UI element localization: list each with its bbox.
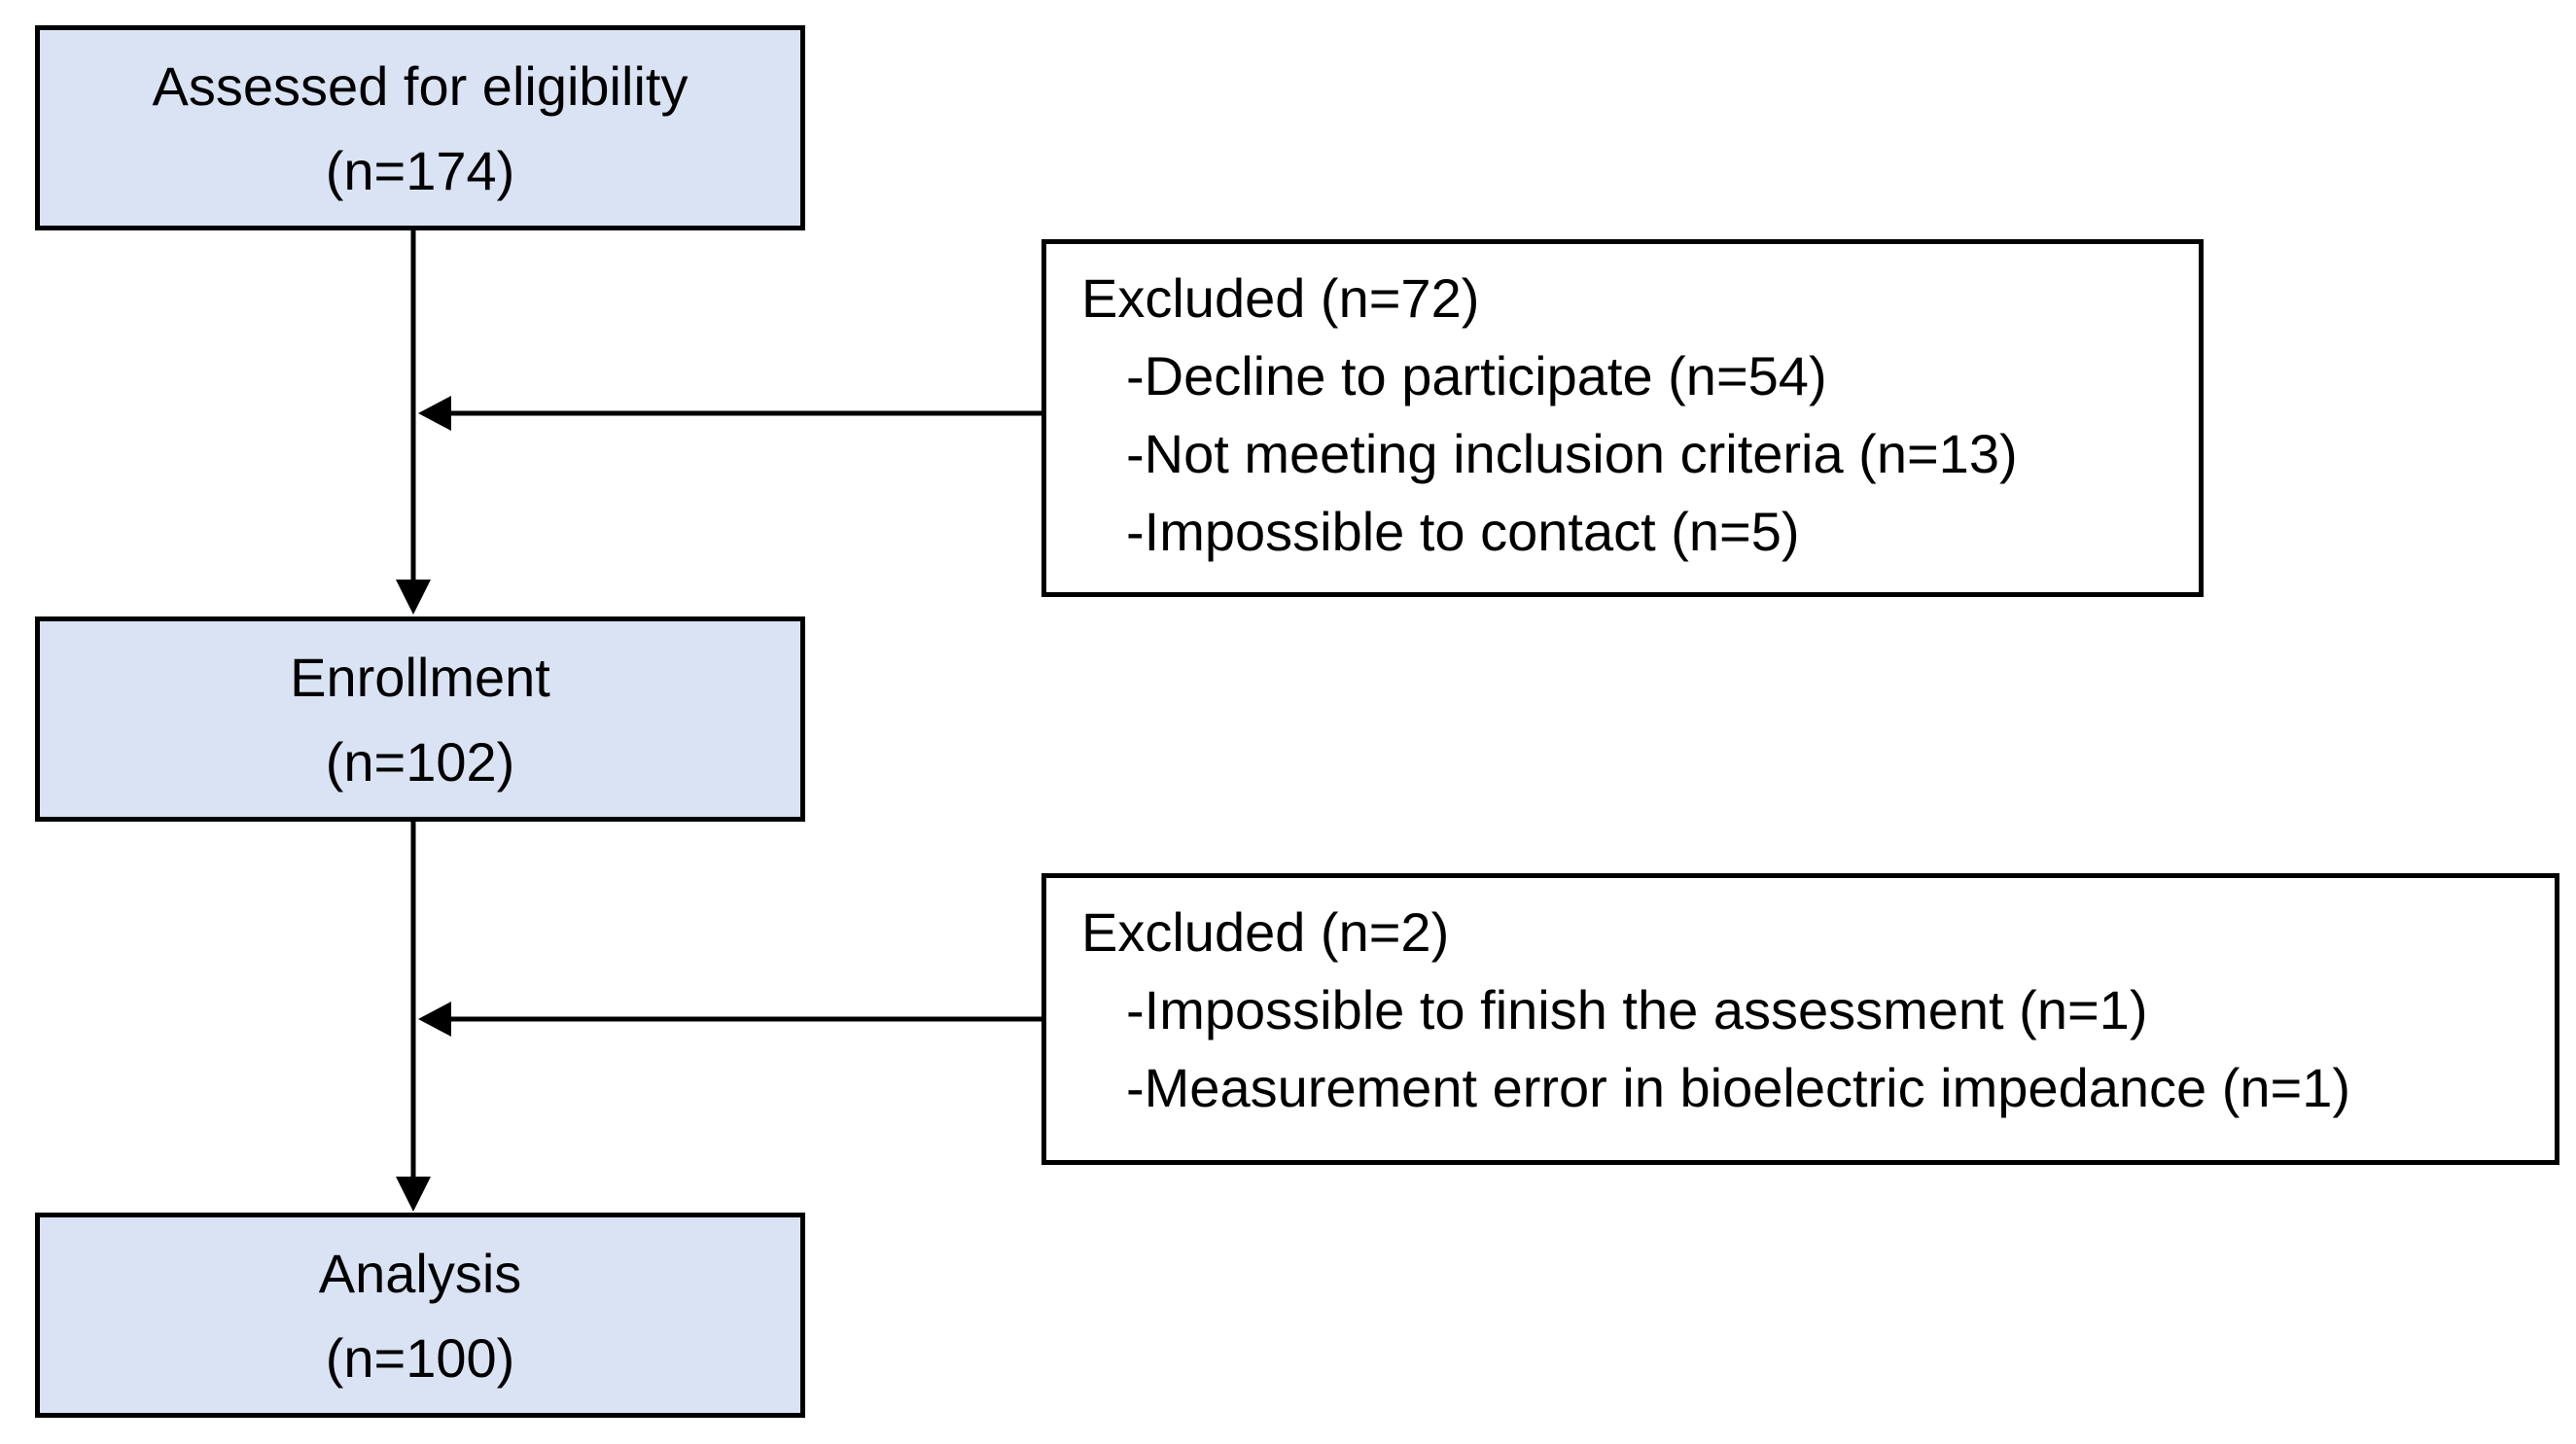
analysis-title: Analysis [318, 1242, 522, 1304]
analysis-box: Analysis (n=100) [35, 1213, 805, 1418]
arrowhead-left-exclusion-2 [418, 1002, 451, 1037]
exclusion-1-title: Excluded (n=72) [1081, 267, 1480, 329]
exclusion-1-item: -Not meeting inclusion criteria (n=13) [1126, 423, 2018, 484]
arrowhead-down-analysis [396, 1177, 431, 1212]
exclusion-2-item: -Measurement error in bioelectric impeda… [1126, 1057, 2350, 1118]
enrollment-box: Enrollment (n=102) [35, 616, 805, 822]
exclusion-box-1: Excluded (n=72) -Decline to participate … [1041, 239, 2204, 597]
exclusion-2-title: Excluded (n=2) [1081, 901, 1450, 963]
arrowhead-down-enrollment [396, 580, 431, 615]
arrowhead-left-exclusion-1 [418, 396, 451, 431]
eligibility-box: Assessed for eligibility (n=174) [35, 25, 805, 230]
exclusion-1-item: -Decline to participate (n=54) [1126, 345, 1827, 406]
exclusion-1-item: -Impossible to contact (n=5) [1126, 501, 1800, 562]
exclusion-box-2: Excluded (n=2) -Impossible to finish the… [1041, 873, 2559, 1165]
exclusion-2-item: -Impossible to finish the assessment (n=… [1126, 979, 2148, 1040]
enrollment-title: Enrollment [290, 646, 550, 708]
eligibility-title: Assessed for eligibility [152, 54, 688, 117]
enrollment-count: (n=102) [325, 730, 515, 792]
eligibility-count: (n=174) [325, 139, 515, 201]
analysis-count: (n=100) [325, 1326, 515, 1389]
